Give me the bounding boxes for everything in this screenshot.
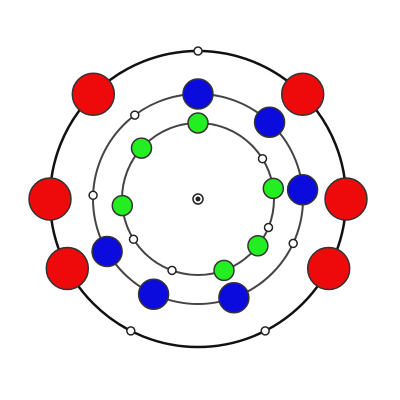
outer-orbit-particle (45, 246, 90, 291)
middle-orbit-marker (130, 110, 140, 120)
middle-orbit-particle (137, 278, 170, 310)
middle-orbit-particle (182, 78, 214, 110)
particles-layer (28, 72, 368, 314)
outer-orbit-marker (193, 46, 203, 56)
outer-orbit-particle (28, 177, 72, 221)
inner-orbit-marker (257, 153, 268, 164)
inner-orbit-particle (262, 177, 285, 200)
outer-orbit-marker (126, 326, 136, 336)
nucleus (192, 193, 204, 205)
middle-orbit-marker (88, 190, 98, 201)
outer-orbit-particle (71, 72, 116, 117)
middle-orbit-particle (286, 174, 319, 206)
outer-orbit-particle (324, 177, 368, 221)
middle-orbit-particle (253, 106, 286, 138)
outer-orbit-particle (280, 72, 325, 117)
inner-orbit-particle (130, 137, 153, 159)
outer-orbit-particle (306, 246, 351, 291)
inner-orbit-particle (111, 194, 134, 217)
middle-orbit-marker (288, 238, 298, 249)
inner-orbit-particle (187, 112, 209, 134)
inner-orbit-marker (128, 234, 139, 245)
middle-orbit-particle (91, 235, 123, 268)
inner-orbit-particle (213, 259, 235, 282)
middle-orbit-particle (218, 281, 250, 314)
inner-orbit-marker (167, 265, 177, 276)
inner-orbit-particle (247, 235, 269, 257)
nucleus-core (195, 196, 201, 202)
outer-orbit-marker (260, 326, 270, 336)
orbit-markers-layer (88, 46, 298, 336)
inner-orbit-marker (263, 222, 274, 233)
